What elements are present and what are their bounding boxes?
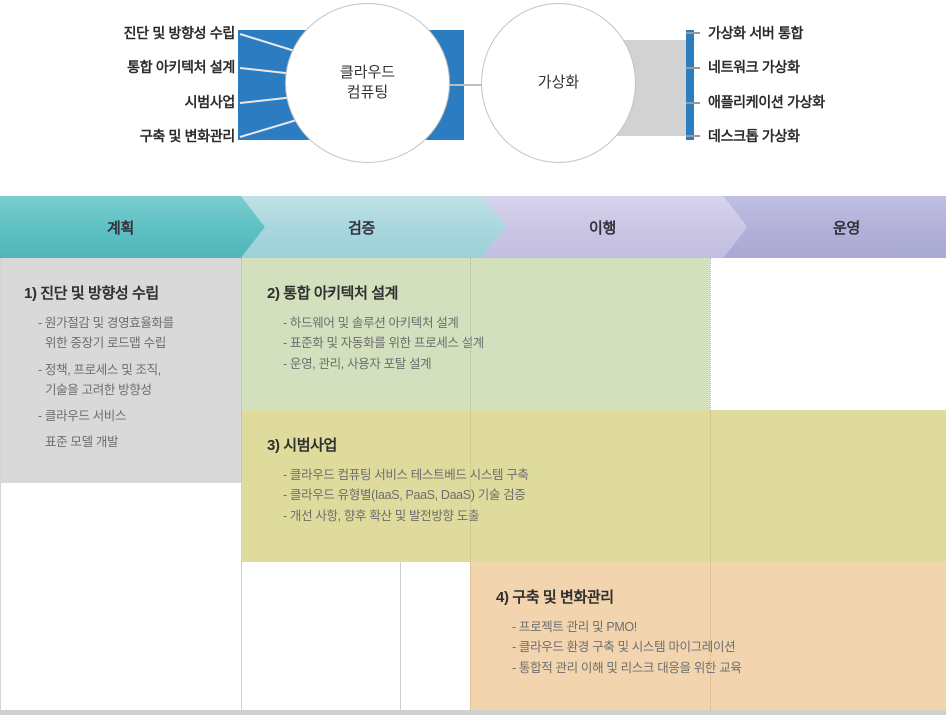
white-divider-2	[400, 562, 401, 710]
content-block-1: 1) 진단 및 방향성 수립 - 원가절감 및 경영효율화를 위한 중장기 로드…	[0, 258, 241, 483]
list-item: 표준 모델 개발	[45, 435, 119, 450]
right-label-4: 데스크톱 가상화	[708, 128, 800, 144]
right-label-2: 네트워크 가상화	[708, 59, 800, 75]
content-block-2-title: 2) 통합 아키텍처 설계	[267, 285, 399, 302]
right-label-3: 애플리케이션 가상화	[708, 94, 825, 110]
phase-label-operate: 운영	[832, 219, 860, 237]
phase-chevron-implement[interactable]: 이행	[482, 196, 747, 258]
content-block-4: 4) 구축 및 변화관리 - 프로젝트 관리 및 PMO! - 클라우드 환경 …	[470, 562, 946, 710]
white-divider-1	[241, 483, 242, 710]
circle-cloud-computing: 클라우드 컴퓨팅	[285, 3, 450, 163]
phase-chevron-plan[interactable]: 계획	[0, 196, 265, 258]
left-label-3: 시범사업	[184, 94, 236, 110]
phase-chevron-operate[interactable]: 운영	[723, 196, 946, 258]
list-item: - 하드웨어 및 솔루션 아키텍처 설계	[283, 316, 459, 330]
phase-banner: 계획 검증 이행 운영	[0, 196, 946, 258]
cloud-virtualization-venn-diagram: 클라우드 컴퓨팅 가상화 진단 및 방향성 수립 통합 아키텍처 설계 시범사업…	[0, 0, 946, 186]
phase-label-implement: 이행	[588, 219, 616, 237]
list-item: - 클라우드 서비스	[38, 409, 127, 423]
content-block-1-title: 1) 진단 및 방향성 수립	[24, 285, 159, 302]
list-item: - 프로젝트 관리 및 PMO!	[512, 620, 637, 634]
right-blue-bar	[686, 30, 694, 140]
phase-chevron-verify[interactable]: 검증	[241, 196, 506, 258]
bottom-rule	[0, 710, 946, 715]
right-label-1: 가상화 서버 통합	[708, 25, 804, 41]
list-item: - 통합적 관리 이해 및 리스크 대응을 위한 교육	[512, 660, 742, 675]
list-item: 위한 중장기 로드맵 수립	[45, 336, 166, 351]
content-block-3-list: - 클라우드 컴퓨팅 서비스 테스트베드 시스템 구축 - 클라우드 유형별(I…	[283, 465, 946, 526]
content-left-rule	[0, 258, 1, 710]
circle-virtualization-label: 가상화	[537, 73, 580, 91]
left-label-2: 통합 아키텍처 설계	[127, 59, 235, 75]
circle-cloud-computing-line2: 컴퓨팅	[346, 84, 389, 101]
list-item: - 정책, 프로세스 및 조직,	[38, 362, 161, 377]
circle-connector	[449, 84, 489, 86]
list-item: 기술을 고려한 방향성	[45, 382, 152, 397]
left-label-4: 구축 및 변화관리	[139, 128, 236, 144]
content-block-4-list: - 프로젝트 관리 및 PMO! - 클라우드 환경 구축 및 시스템 마이그레…	[512, 617, 946, 678]
list-item: - 클라우드 유형별(IaaS, PaaS, DaaS) 기술 검증	[283, 488, 526, 503]
list-item: - 운영, 관리, 사용자 포탈 설계	[283, 356, 432, 371]
circle-virtualization: 가상화	[481, 3, 636, 163]
content-block-1-list: - 원가절감 및 경영효율화를 위한 중장기 로드맵 수립 - 정책, 프로세스…	[38, 313, 241, 453]
list-item: - 클라우드 컴퓨팅 서비스 테스트베드 시스템 구축	[283, 468, 529, 482]
list-item: - 원가절감 및 경영효율화를	[38, 316, 174, 330]
list-item: - 클라우드 환경 구축 및 시스템 마이그레이션	[512, 640, 736, 655]
content-block-2: 2) 통합 아키텍처 설계 - 하드웨어 및 솔루션 아키텍처 설계 - 표준화…	[241, 258, 710, 410]
phase-label-verify: 검증	[347, 219, 375, 237]
content-block-3: 3) 시범사업 - 클라우드 컴퓨팅 서비스 테스트베드 시스템 구축 - 클라…	[241, 410, 946, 562]
circle-cloud-computing-line1: 클라우드	[339, 63, 396, 81]
content-block-2-list: - 하드웨어 및 솔루션 아키텍처 설계 - 표준화 및 자동화를 위한 프로세…	[283, 313, 710, 374]
list-item: - 개선 사항, 향후 확산 및 발전방향 도출	[283, 508, 480, 523]
list-item: - 표준화 및 자동화를 위한 프로세스 설계	[283, 336, 484, 351]
left-label-1: 진단 및 방향성 수립	[123, 25, 236, 41]
content-block-4-title: 4) 구축 및 변화관리	[496, 589, 614, 606]
content-block-3-title: 3) 시범사업	[267, 437, 337, 454]
phase-label-plan: 계획	[106, 219, 134, 237]
column-divider-3	[710, 258, 712, 710]
column-divider-2	[470, 258, 472, 710]
phase-content-grid: 1) 진단 및 방향성 수립 - 원가절감 및 경영효율화를 위한 중장기 로드…	[0, 258, 946, 710]
